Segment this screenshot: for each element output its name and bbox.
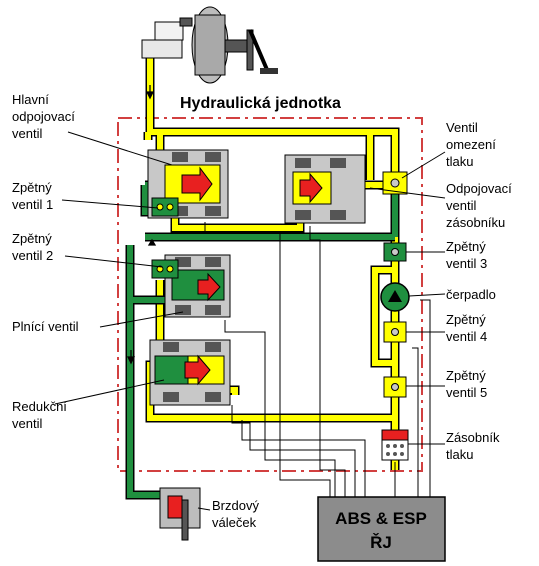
control-wires xyxy=(204,222,431,497)
label-brake-cylinder: Brzdový váleček xyxy=(212,498,263,530)
pressure-limit-valve xyxy=(382,171,408,195)
pressure-accumulator xyxy=(381,429,409,461)
label-check-valve-4: Zpětný ventil 4 xyxy=(446,312,489,344)
label-main-valve: Hlavní odpojovací ventil xyxy=(12,92,79,141)
check-valve-2 xyxy=(151,259,179,279)
reservoir-shutoff-valve xyxy=(284,154,366,224)
master-cylinder xyxy=(141,6,278,84)
label-check-valve-1: Zpětný ventil 1 xyxy=(12,180,55,212)
check-valve-1 xyxy=(151,197,179,217)
label-pressure-limit-valve: Ventil omezení tlaku xyxy=(446,120,500,169)
label-pump: čerpadlo xyxy=(446,287,496,302)
pump xyxy=(380,282,410,312)
ecu-line-2: ŘJ xyxy=(370,533,392,552)
hydraulic-unit-title: Hydraulická jednotka xyxy=(180,95,341,112)
label-fill-valve: Plnící ventil xyxy=(12,319,79,334)
flow-arrows xyxy=(126,85,157,365)
check-valve-5 xyxy=(383,376,407,398)
check-valve-3 xyxy=(383,242,407,262)
ecu-line-1: ABS & ESP xyxy=(335,509,427,528)
label-check-valve-5: Zpětný ventil 5 xyxy=(446,368,489,400)
label-reservoir-valve: Odpojovací ventil zásobníku xyxy=(446,181,515,230)
label-check-valve-3: Zpětný ventil 3 xyxy=(446,239,489,271)
hydraulic-unit-border xyxy=(117,117,423,472)
reduction-valve xyxy=(149,339,231,406)
label-check-valve-2: Zpětný ventil 2 xyxy=(12,231,55,263)
ecu-box: ABS & ESP ŘJ xyxy=(317,496,446,562)
label-accumulator: Zásobník tlaku xyxy=(446,430,503,462)
check-valve-4 xyxy=(383,321,407,343)
brake-cylinder xyxy=(159,487,201,541)
label-reduction-valve: Redukční ventil xyxy=(12,399,71,431)
leader-lines xyxy=(54,131,446,511)
